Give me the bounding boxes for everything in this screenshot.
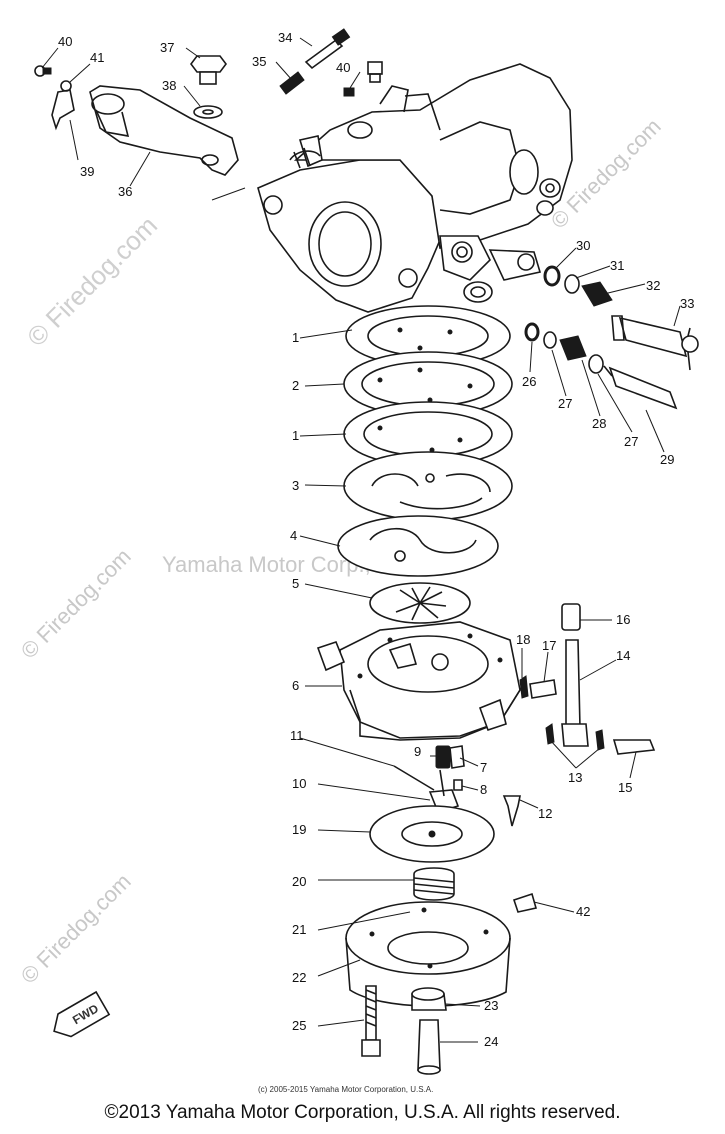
- label-14: 14: [616, 648, 630, 663]
- throttle-bracket: [34, 65, 246, 201]
- label-10: 10: [292, 776, 306, 791]
- label-31: 31: [610, 258, 624, 273]
- carburetor-body: [257, 63, 573, 313]
- label-23: 23: [484, 998, 498, 1013]
- label-5: 5: [292, 576, 299, 591]
- lower-needle-assembly: [524, 322, 678, 410]
- label-25: 25: [292, 1018, 306, 1033]
- label-32: 32: [646, 278, 660, 293]
- gasket-4: [337, 515, 499, 577]
- label-41: 41: [90, 50, 104, 65]
- label-27b: 27: [624, 434, 638, 449]
- label-35: 35: [252, 54, 266, 69]
- label-19: 19: [292, 822, 306, 837]
- label-18: 18: [516, 632, 530, 647]
- label-20: 20: [292, 874, 306, 889]
- watermark-side-2: © Firedog.com: [16, 544, 136, 664]
- label-27a: 27: [558, 396, 572, 411]
- label-29: 29: [660, 452, 674, 467]
- label-30: 30: [576, 238, 590, 253]
- label-4: 4: [290, 528, 297, 543]
- label-24: 24: [484, 1034, 498, 1049]
- label-12: 12: [538, 806, 552, 821]
- label-16: 16: [616, 612, 630, 627]
- idle-screw-and-spring: [279, 28, 383, 97]
- label-28: 28: [592, 416, 606, 431]
- plug-and-washer: [190, 55, 227, 119]
- bottom-fittings: [361, 985, 447, 1075]
- watermark-side-3: © Firedog.com: [16, 869, 136, 989]
- label-39: 39: [80, 164, 94, 179]
- label-1b: 1: [292, 428, 299, 443]
- label-36: 36: [118, 184, 132, 199]
- label-40b: 40: [336, 60, 350, 75]
- label-2: 2: [292, 378, 299, 393]
- top-needle-assembly: [543, 265, 699, 371]
- lever-shaft-assembly: [519, 603, 656, 755]
- metering-diaphragm-19: [369, 805, 495, 863]
- label-17: 17: [542, 638, 556, 653]
- label-22: 22: [292, 970, 306, 985]
- copyright-footer: ©2013 Yamaha Motor Corporation, U.S.A. A…: [104, 1102, 621, 1123]
- label-15: 15: [618, 780, 632, 795]
- watermark-side-1: © Firedog.com: [21, 210, 163, 352]
- small-copyright: (c) 2005-2015 Yamaha Motor Corporation, …: [258, 1085, 433, 1094]
- label-38: 38: [162, 78, 176, 93]
- label-40a: 40: [58, 34, 72, 49]
- label-11: 11: [290, 728, 304, 743]
- label-6: 6: [292, 678, 299, 693]
- label-33: 33: [680, 296, 694, 311]
- label-8: 8: [480, 782, 487, 797]
- label-34: 34: [278, 30, 292, 45]
- leader-lines: [41, 37, 681, 1043]
- label-37: 37: [160, 40, 174, 55]
- label-21: 21: [292, 922, 306, 937]
- diaphragm-5: [369, 582, 471, 624]
- label-3: 3: [292, 478, 299, 493]
- label-1a: 1: [292, 330, 299, 345]
- forward-direction-badge: FWD: [53, 990, 111, 1038]
- part-labels: 40 41 37 34 35 40 38 39 36 30 31 32 33 1…: [58, 30, 694, 1049]
- carburetor-main-body: [316, 621, 521, 741]
- label-9: 9: [414, 744, 421, 759]
- diaphragm-2: [343, 351, 513, 417]
- label-42: 42: [576, 904, 590, 919]
- pump-body-3: [343, 451, 513, 521]
- label-26: 26: [522, 374, 536, 389]
- label-13: 13: [568, 770, 582, 785]
- label-7: 7: [480, 760, 487, 775]
